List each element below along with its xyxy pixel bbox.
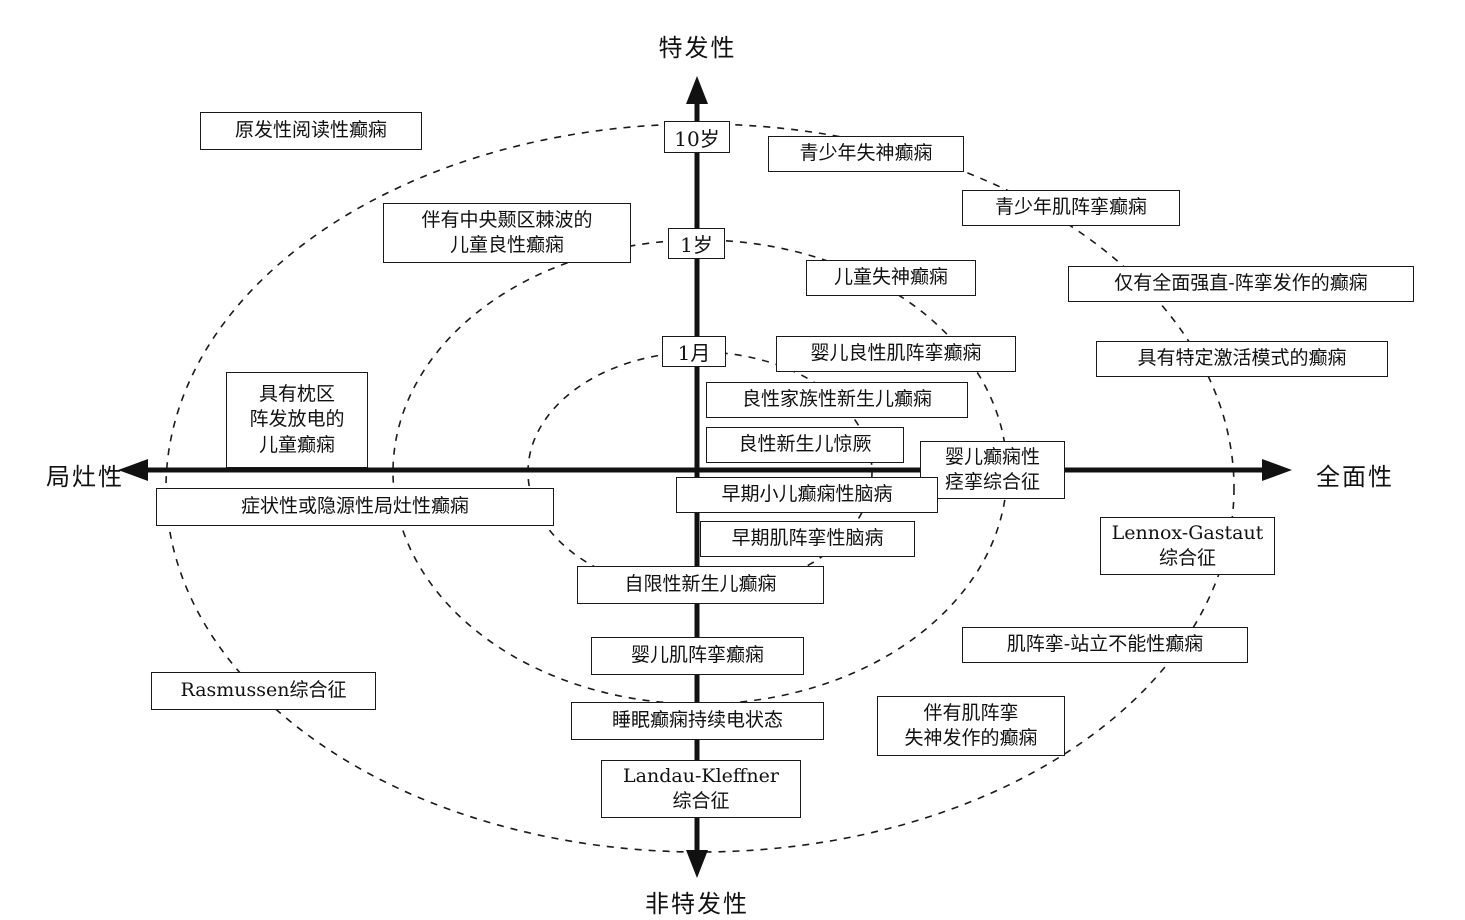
node-electrical-status-epilepticus-in-sleep: 睡眠癫痫持续电状态	[571, 702, 824, 740]
axis-label-idiopathic: 特发性	[658, 34, 737, 62]
node-childhood-absence-epilepsy: 儿童失神癫痫	[806, 260, 976, 296]
axis-arrow-up-icon	[686, 76, 708, 104]
axis-label-focal: 局灶性	[46, 463, 124, 491]
axis-label-non-idiopathic: 非特发性	[645, 890, 749, 918]
node-myoclonic-astatic-epilepsy: 肌阵挛-站立不能性癫痫	[962, 627, 1248, 663]
node-infantile-epileptic-spasms-syndrome: 婴儿癫痫性 痉挛综合征	[920, 441, 1065, 499]
node-infantile-myoclonic-epilepsy: 婴儿肌阵挛癫痫	[591, 637, 804, 675]
node-self-limited-neonatal-epilepsy: 自限性新生儿癫痫	[577, 566, 824, 604]
node-epilepsy-with-myoclonic-absences: 伴有肌阵挛 失神发作的癫痫	[877, 696, 1065, 756]
node-benign-familial-neonatal-epilepsy: 良性家族性新生儿癫痫	[706, 382, 968, 418]
node-benign-infantile-myoclonic-epilepsy: 婴儿良性肌阵挛癫痫	[776, 336, 1016, 372]
node-benign-childhood-epilepsy-centrotemporal-spikes: 伴有中央颞区棘波的 儿童良性癫痫	[383, 203, 631, 263]
node-benign-neonatal-convulsions: 良性新生儿惊厥	[706, 427, 904, 463]
node-rasmussen-syndrome: Rasmussen综合征	[151, 672, 376, 710]
node-childhood-epilepsy-occipital-paroxysms: 具有枕区 阵发放电的 儿童癫痫	[226, 372, 368, 468]
node-epilepsy-with-specific-activation-modes: 具有特定激活模式的癫痫	[1096, 341, 1388, 377]
axis-arrow-down-icon	[686, 850, 708, 878]
axis-arrow-left-icon	[118, 459, 148, 481]
node-early-infantile-epileptic-encephalopathy: 早期小儿癫痫性脑病	[676, 477, 938, 513]
axis-label-generalized: 全面性	[1316, 463, 1394, 491]
node-primary-reading-epilepsy: 原发性阅读性癫痫	[200, 112, 422, 150]
age-marker-1-year: 1岁	[668, 228, 725, 259]
node-epilepsy-with-gtc-seizures-only: 仅有全面强直-阵挛发作的癫痫	[1068, 266, 1414, 302]
node-symptomatic-or-cryptogenic-focal-epilepsy: 症状性或隐源性局灶性癫痫	[156, 488, 554, 526]
node-lennox-gastaut-syndrome: Lennox-Gastaut 综合征	[1100, 517, 1275, 575]
node-juvenile-absence-epilepsy: 青少年失神癫痫	[768, 136, 964, 172]
age-marker-1-month: 1月	[662, 336, 726, 367]
node-juvenile-myoclonic-epilepsy: 青少年肌阵挛癫痫	[962, 190, 1180, 226]
node-landau-kleffner-syndrome: Landau-Kleffner 综合征	[601, 760, 801, 818]
node-early-myoclonic-encephalopathy: 早期肌阵挛性脑病	[700, 521, 915, 557]
axis-arrow-right-icon	[1262, 459, 1292, 481]
age-marker-10-years: 10岁	[664, 121, 730, 153]
